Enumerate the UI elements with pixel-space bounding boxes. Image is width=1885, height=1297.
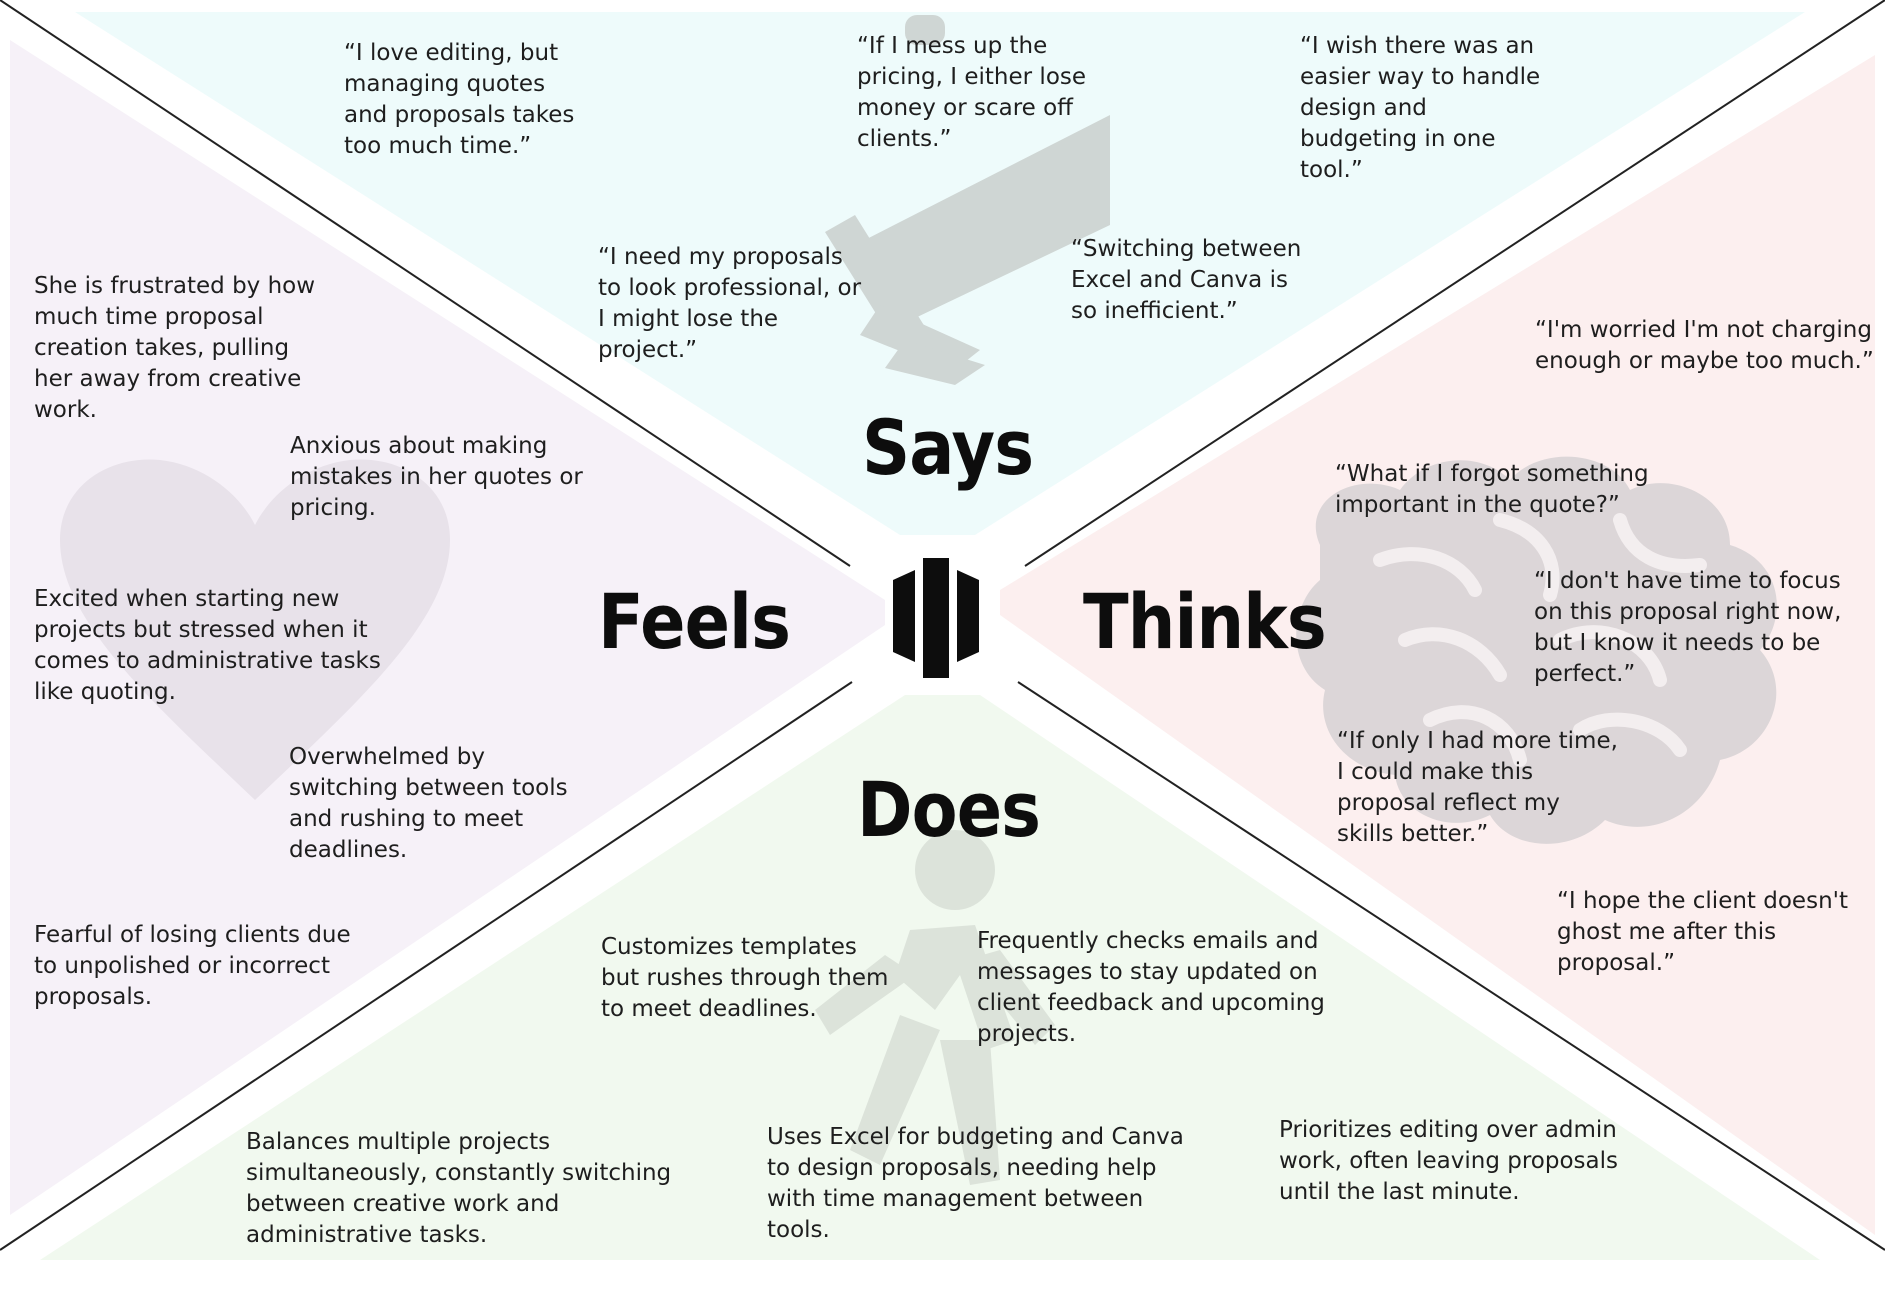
feels-note-5: Fearful of losing clients due to unpolis…	[34, 922, 351, 1010]
feels-note-3: Excited when starting new projects but s…	[34, 586, 381, 705]
does-label: Does	[857, 765, 1041, 854]
says-quote-3: “I wish there was an easier way to handl…	[1300, 33, 1541, 183]
thinks-quote-2: “What if I forgot something important in…	[1335, 461, 1649, 518]
says-quote-1: “I love editing, but managing quotes and…	[344, 40, 575, 159]
heart-icon	[60, 459, 450, 800]
does-note-1: Customizes templates but rushes through …	[601, 934, 889, 1022]
feels-note-2: Anxious about making mistakes in her quo…	[290, 433, 583, 521]
feels-note-4: Overwhelmed by switching between tools a…	[289, 744, 568, 863]
says-quote-2: “If I mess up the pricing, I either lose…	[857, 33, 1087, 152]
says-quote-5: “Switching between Excel and Canva is so…	[1071, 236, 1302, 324]
thinks-quote-4: “If only I had more time, I could make t…	[1337, 728, 1618, 847]
thinks-quote-3: “I don't have time to focus on this prop…	[1534, 568, 1842, 687]
megaphone-icon	[825, 15, 1110, 385]
center-logo-icon	[893, 558, 979, 678]
does-note-4: Uses Excel for budgeting and Canva to de…	[767, 1124, 1184, 1243]
thinks-label: Thinks	[1083, 577, 1327, 666]
does-note-5: Prioritizes editing over admin work, oft…	[1279, 1117, 1618, 1205]
does-note-2: Frequently checks emails and messages to…	[977, 928, 1325, 1047]
does-note-3: Balances multiple projects simultaneousl…	[246, 1129, 672, 1248]
says-label: Says	[862, 403, 1034, 492]
feels-note-1: She is frustrated by how much time propo…	[34, 273, 316, 423]
says-quote-4: “I need my proposals to look professiona…	[598, 244, 862, 363]
walking-person-icon	[815, 830, 1055, 1185]
feels-quadrant	[10, 40, 885, 1215]
diagonal-lines	[0, 0, 1885, 1251]
feels-label: Feels	[598, 577, 791, 666]
thinks-quote-5: “I hope the client doesn't ghost me afte…	[1557, 888, 1848, 976]
brain-icon	[1296, 456, 1777, 844]
thinks-quote-1: “I'm worried I'm not charging enough or …	[1535, 317, 1874, 374]
